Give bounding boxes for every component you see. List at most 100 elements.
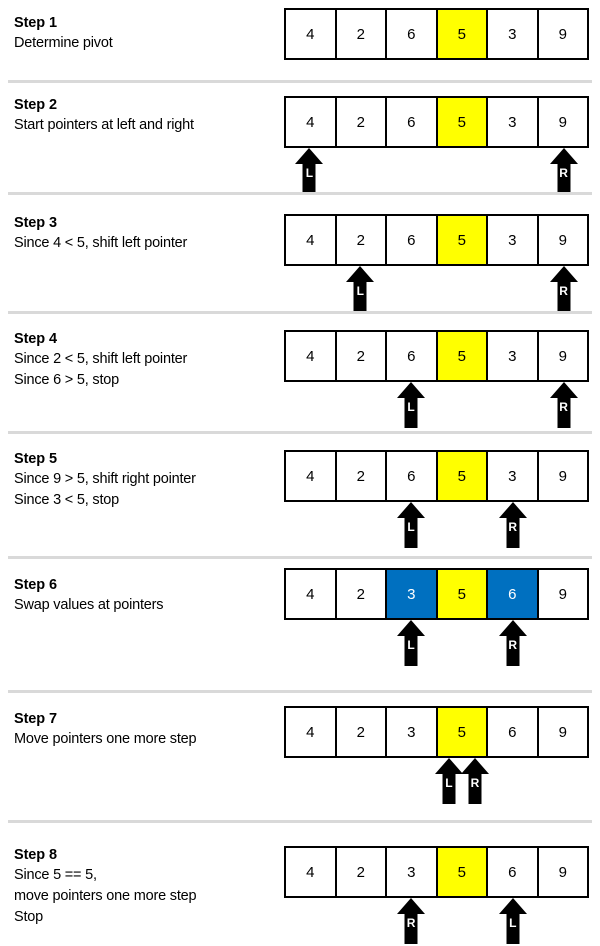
step-separator: [8, 556, 592, 559]
array-cell: 4: [286, 708, 337, 756]
array-cell: 6: [387, 332, 438, 380]
step-title: Step 2: [14, 97, 57, 113]
step-description-line: Start pointers at left and right: [14, 117, 194, 133]
pointer-arrow-r-icon: R: [549, 148, 579, 194]
array-cell: 9: [538, 10, 587, 58]
array-cell: 9: [538, 708, 587, 756]
array-cell: 6: [387, 98, 438, 146]
step-separator: [8, 431, 592, 434]
pointer-arrow-r-icon: R: [498, 620, 528, 666]
pointer-arrow-l-icon: L: [294, 148, 324, 194]
array-cell: 4: [286, 332, 337, 380]
array-cell: 6: [387, 10, 438, 58]
step-title: Step 1: [14, 15, 57, 31]
step-caption: Step 2 Start pointers at left and right: [14, 96, 274, 136]
array-cell-pivot: 5: [437, 216, 488, 264]
step-separator: [8, 690, 592, 693]
pointer-arrow-l-icon: L: [396, 382, 426, 428]
array-cell: 6: [387, 452, 438, 500]
array-cell: 3: [387, 848, 438, 896]
step-description-line: Stop: [14, 909, 44, 925]
step-description-line: Move pointers one more step: [14, 731, 197, 747]
step-caption: Step 8 Since 5 == 5, move pointers one mor…: [14, 846, 274, 928]
array-cell: 4: [286, 10, 337, 58]
array-cell: 6: [488, 708, 539, 756]
step-description-line: Since 6 > 5, stop: [14, 372, 120, 388]
pointer-arrow-r-icon: R: [498, 502, 528, 548]
array-cell: 9: [538, 332, 587, 380]
array-cell-swap: 3: [387, 570, 438, 618]
pointer-arrow-r-icon: R: [549, 382, 579, 428]
array-cell: 3: [488, 98, 539, 146]
array-cell: 3: [488, 10, 539, 58]
step-title: Step 3: [14, 215, 57, 231]
array-cell: 3: [488, 216, 539, 264]
step-separator: [8, 80, 592, 83]
array-cell-pivot: 5: [437, 332, 488, 380]
step-title: Step 5: [14, 451, 57, 467]
array-cell: 2: [336, 570, 387, 618]
array-cell: 2: [336, 10, 387, 58]
step-description-line: Since 9 > 5, shift right pointer: [14, 471, 196, 487]
array-cell-pivot: 5: [437, 570, 488, 618]
array-cell: 2: [336, 708, 387, 756]
step-title: Step 8: [14, 847, 57, 863]
step-caption: Step 1 Determine pivot: [14, 14, 274, 54]
array-cell: 4: [286, 98, 337, 146]
step-description-line: Since 2 < 5, shift left pointer: [14, 351, 188, 367]
array-cell: 9: [538, 452, 587, 500]
array-cell: 4: [286, 570, 337, 618]
step-caption: Step 7 Move pointers one more step: [14, 710, 274, 750]
step-title: Step 7: [14, 711, 57, 727]
array-cell: 3: [387, 708, 438, 756]
array-cell-pivot: 5: [437, 708, 488, 756]
array-cell: 3: [488, 452, 539, 500]
array-cell: 4: [286, 452, 337, 500]
step-description-line: Swap values at pointers: [14, 597, 164, 613]
array-cell-swap: 6: [488, 570, 539, 618]
array-cell: 6: [387, 216, 438, 264]
array-cell: 9: [538, 98, 587, 146]
array-cell-pivot: 5: [437, 452, 488, 500]
step-description-line: Determine pivot: [14, 35, 113, 51]
step-separator: [8, 192, 592, 195]
pointer-arrow-l-icon: L: [345, 266, 375, 312]
array-cell: 6: [488, 848, 539, 896]
pointer-arrow-l-icon: L: [396, 502, 426, 548]
step-title: Step 6: [14, 577, 57, 593]
pointer-arrow-r-icon: R: [396, 898, 426, 944]
step-title: Step 4: [14, 331, 57, 347]
array-cell: 9: [538, 570, 587, 618]
array-cell: 2: [336, 332, 387, 380]
pointer-arrow-r-icon: R: [460, 758, 490, 804]
array-cell: 9: [538, 216, 587, 264]
step-description-line: Since 3 < 5, stop: [14, 492, 120, 508]
step-description-line: Since 5 == 5,: [14, 867, 97, 883]
array-cell-pivot: 5: [437, 98, 488, 146]
step-description-line: Since 4 < 5, shift left pointer: [14, 235, 188, 251]
pointer-arrow-r-icon: R: [549, 266, 579, 312]
array-cell: 2: [336, 98, 387, 146]
pointer-arrow-l-icon: L: [396, 620, 426, 666]
array-cell: 2: [336, 452, 387, 500]
step-caption: Step 6 Swap values at pointers: [14, 576, 274, 616]
pointer-arrow-l-icon: L: [498, 898, 528, 944]
step-description-line: move pointers one more step: [14, 888, 197, 904]
array-cell: 2: [336, 848, 387, 896]
